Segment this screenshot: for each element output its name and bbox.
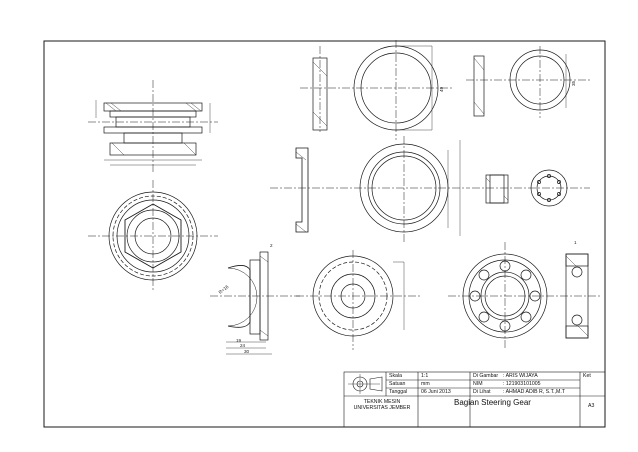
dim-1: 1 (574, 240, 577, 245)
sheet-size: A3 (588, 403, 595, 409)
dilihat-label: Di Lihat (473, 389, 491, 395)
drawing-title: Bagian Steering Gear (454, 398, 531, 407)
drawing-border (43, 40, 606, 428)
seal-ring-views (270, 136, 470, 244)
hex-nut-top-view (88, 180, 218, 292)
satuan-label: Satuan (389, 381, 406, 387)
dim-30: 30 (244, 349, 250, 354)
dim-49: 49 (439, 86, 444, 92)
nim-value: : 121903101005 (503, 381, 541, 387)
title-block-frame (343, 371, 606, 428)
thin-washer-views (300, 40, 452, 140)
dim-2: 2 (270, 243, 273, 248)
nim-label: NIM (473, 381, 483, 387)
dim-19: 19 (236, 338, 242, 343)
skala-value: 1:1 (421, 373, 429, 379)
small-washer-views (466, 46, 590, 118)
plate-section-view (210, 251, 300, 355)
dim-35: 35 (571, 80, 576, 86)
flange-face-view (296, 250, 420, 350)
institution-line2: UNIVERSITAS JEMBER (353, 405, 411, 411)
ket-label: Ket (583, 373, 591, 379)
digambar-label: Di Gambar (473, 373, 499, 379)
tanggal-value: 06 Juni 2013 (421, 389, 451, 395)
tanggal-label: Tanggal (389, 389, 408, 395)
satuan-value: mm (421, 381, 430, 387)
ball-bearing-views (448, 242, 600, 350)
institution-line1: TEKNIK MESIN (363, 399, 401, 405)
skala-label: Skala (389, 373, 402, 379)
dilihat-value: : AHMAD ADIB R, S.T.,M.T (503, 389, 565, 395)
bushing-section-view (88, 80, 218, 172)
dim-24: 24 (240, 343, 246, 348)
digambar-value: : ARIS WIJAYA (503, 373, 538, 379)
sleeve-and-cage-views (472, 169, 590, 207)
